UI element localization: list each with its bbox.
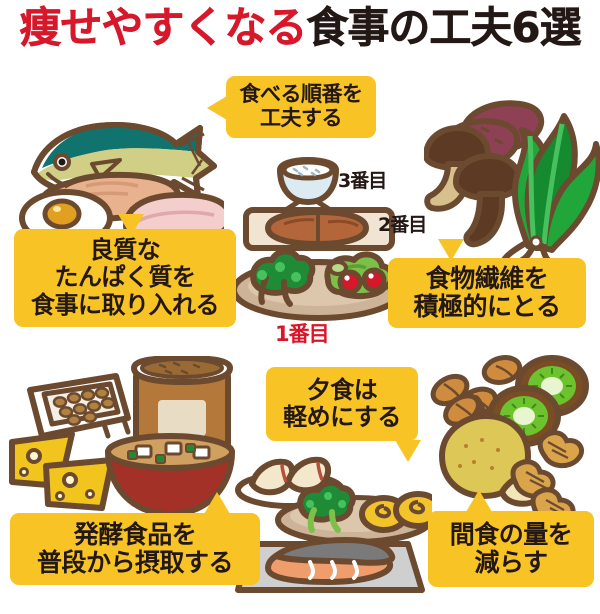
tip-fermented-foods-line2: 普段から摂取する <box>36 548 234 577</box>
dinner-foods-illustration <box>235 456 432 593</box>
tip-light-dinner-line2: 軽めにする <box>283 403 401 431</box>
grilled-salmon-icon <box>235 537 425 593</box>
miso-soup-bowl-icon <box>105 433 235 517</box>
snacks-bubble-tail <box>466 490 492 512</box>
tip-light-dinner-line1: 夕食は <box>306 375 378 404</box>
kiwi-halves-icon <box>487 355 589 447</box>
dinner-bubble-tail <box>395 440 421 462</box>
eating-order-illustration <box>232 157 405 321</box>
tip-light-dinner[interactable]: 夕食は 軽めにする <box>266 367 418 441</box>
eating-order-bubble-tail <box>207 96 227 120</box>
fermented-bubble-tail <box>204 492 230 514</box>
leafy-greens-icon <box>501 113 600 262</box>
order-tag-2: 2番目 <box>378 214 427 236</box>
snack-foods-illustration <box>430 355 589 524</box>
fiber-foods-illustration <box>424 100 600 262</box>
title-rest: 食事の工夫6選 <box>306 3 582 52</box>
tip-reduce-snacks[interactable]: 間食の量を 減らす <box>428 511 594 587</box>
title-highlight: 痩せやすくなる <box>19 3 308 52</box>
rice-bowl-icon <box>277 157 339 213</box>
tip-dietary-fiber[interactable]: 食物繊維を 積極的にとる <box>388 258 586 328</box>
tip-fermented-foods[interactable]: 発酵食品を 普段から摂取する <box>10 513 260 585</box>
order-tag-1: 1番目 <box>275 322 330 346</box>
shiitake-mushroom-icon <box>424 125 523 248</box>
tip-quality-protein[interactable]: 良質な たんぱく質を 食事に取り入れる <box>14 229 236 327</box>
tip-eating-order[interactable]: 食べる順番を 工夫する <box>226 76 376 138</box>
tip-quality-protein-line1: 良質な <box>89 235 161 264</box>
fiber-bubble-tail <box>438 239 464 261</box>
tip-quality-protein-line2: たんぱく質を <box>54 263 197 292</box>
tip-eating-order-line2: 工夫する <box>260 106 343 130</box>
fermented-foods-illustration <box>9 356 235 517</box>
tip-eating-order-line1: 食べる順番を <box>239 82 364 107</box>
tip-reduce-snacks-line2: 減らす <box>474 548 548 577</box>
meat-on-board-icon <box>243 207 395 251</box>
salad-plate-icon <box>232 248 405 321</box>
order-tag-3: 3番目 <box>338 170 387 192</box>
cheese-wedges-icon <box>9 431 115 511</box>
tip-dietary-fiber-line1: 食物繊維を <box>425 263 549 293</box>
tip-quality-protein-line3: 食事に取り入れる <box>31 290 220 319</box>
tip-reduce-snacks-line1: 間食の量を <box>449 519 573 549</box>
page-title: 痩せやすくなる食事の工夫6選 <box>0 0 600 56</box>
protein-foods-illustration <box>19 121 224 234</box>
tip-dietary-fiber-line2: 積極的にとる <box>413 292 561 321</box>
fried-egg-icon <box>19 189 113 234</box>
tip-fermented-foods-line1: 発酵食品を <box>73 519 197 549</box>
